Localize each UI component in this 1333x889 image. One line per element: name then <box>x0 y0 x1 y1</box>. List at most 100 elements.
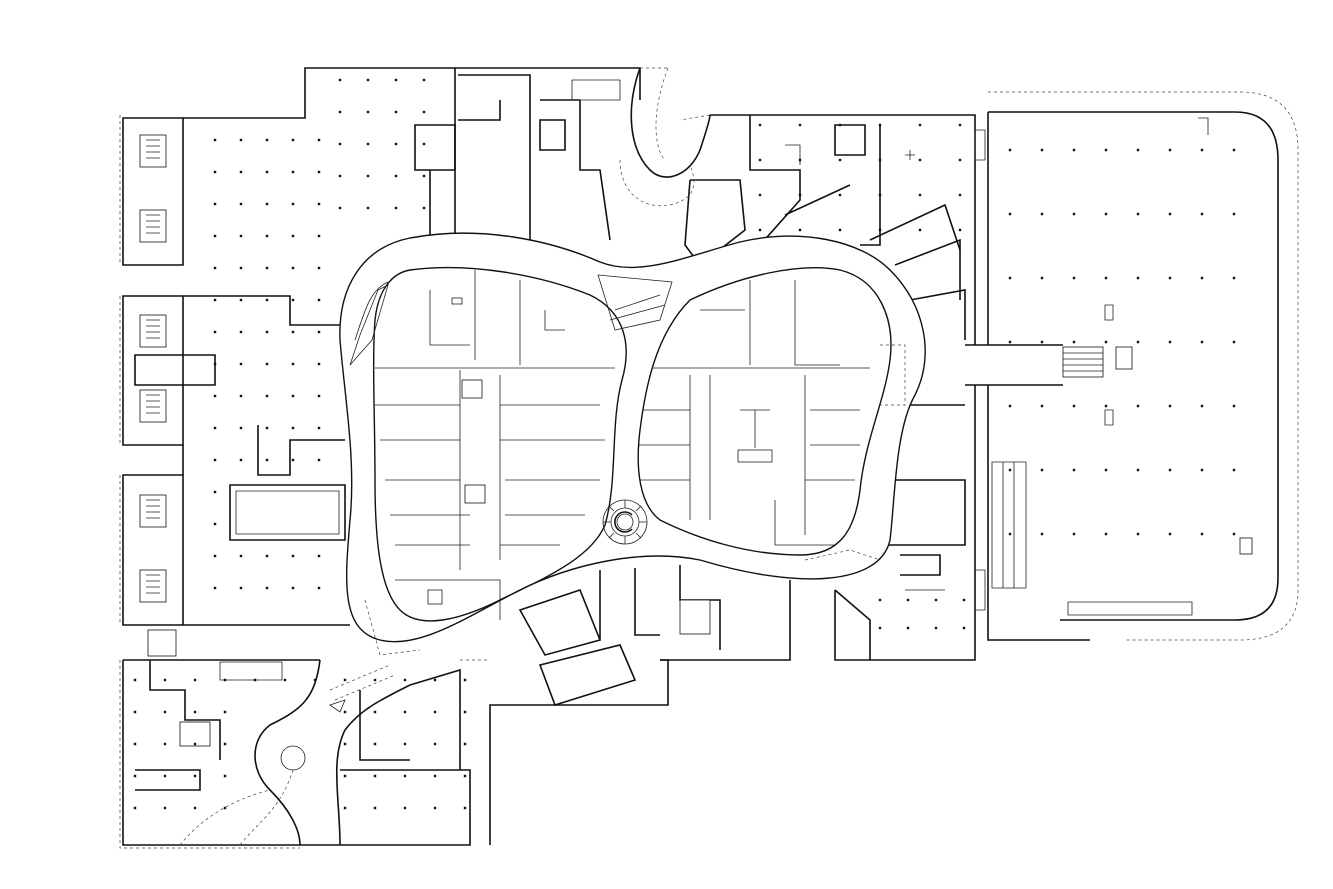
column-mark <box>343 710 347 714</box>
column-mark <box>1008 404 1012 408</box>
column-mark <box>403 678 407 682</box>
column-mark <box>213 490 217 494</box>
column-mark <box>1168 212 1172 216</box>
column-mark <box>1168 468 1172 472</box>
column-mark <box>394 206 398 210</box>
column-mark <box>878 123 882 127</box>
column-mark <box>422 142 426 146</box>
column-mark <box>366 142 370 146</box>
column-mark <box>1040 404 1044 408</box>
column-mark <box>838 158 842 162</box>
column-mark <box>239 266 243 270</box>
column-mark <box>366 110 370 114</box>
column-mark <box>338 174 342 178</box>
column-mark <box>1008 532 1012 536</box>
column-mark <box>265 458 269 462</box>
column-mark <box>265 330 269 334</box>
column-mark <box>1232 212 1236 216</box>
column-mark <box>343 774 347 778</box>
column-mark <box>163 710 167 714</box>
column-mark <box>422 206 426 210</box>
column-mark <box>239 170 243 174</box>
east-link-corridor <box>965 129 1063 611</box>
column-mark <box>213 266 217 270</box>
column-mark <box>403 710 407 714</box>
column-mark <box>265 586 269 590</box>
column-mark <box>422 78 426 82</box>
structural-column-grid <box>133 78 1236 810</box>
column-mark <box>1200 532 1204 536</box>
column-mark <box>1200 212 1204 216</box>
column-mark <box>193 774 197 778</box>
column-mark <box>213 170 217 174</box>
column-mark <box>317 362 321 366</box>
column-mark <box>366 78 370 82</box>
column-mark <box>878 228 882 232</box>
column-mark <box>1168 148 1172 152</box>
column-mark <box>1232 276 1236 280</box>
column-mark <box>1072 404 1076 408</box>
column-mark <box>906 626 910 630</box>
column-mark <box>343 742 347 746</box>
column-mark <box>291 362 295 366</box>
column-mark <box>1008 468 1012 472</box>
column-mark <box>239 426 243 430</box>
column-mark <box>433 806 437 810</box>
column-mark <box>239 554 243 558</box>
column-mark <box>1072 532 1076 536</box>
column-mark <box>213 394 217 398</box>
column-mark <box>283 678 287 682</box>
column-mark <box>1136 212 1140 216</box>
north-central-block <box>414 67 668 241</box>
column-mark <box>433 742 437 746</box>
column-mark <box>463 710 467 714</box>
column-mark <box>213 458 217 462</box>
column-mark <box>1200 468 1204 472</box>
column-mark <box>366 174 370 178</box>
column-mark <box>213 138 217 142</box>
column-mark <box>1072 276 1076 280</box>
column-mark <box>133 774 137 778</box>
column-mark <box>934 598 938 602</box>
column-mark <box>239 202 243 206</box>
column-mark <box>958 158 962 162</box>
column-mark <box>1008 340 1012 344</box>
column-mark <box>958 228 962 232</box>
column-mark <box>962 598 966 602</box>
column-mark <box>1008 276 1012 280</box>
column-mark <box>878 193 882 197</box>
column-mark <box>265 554 269 558</box>
column-mark <box>373 710 377 714</box>
column-mark <box>163 806 167 810</box>
column-mark <box>133 806 137 810</box>
column-mark <box>1072 468 1076 472</box>
column-mark <box>422 110 426 114</box>
column-mark <box>1104 404 1108 408</box>
column-mark <box>918 123 922 127</box>
column-mark <box>1136 340 1140 344</box>
column-mark <box>223 742 227 746</box>
southwest-block <box>119 629 471 849</box>
column-mark <box>1232 148 1236 152</box>
column-mark <box>403 774 407 778</box>
column-mark <box>317 586 321 590</box>
spiral-stair <box>602 499 648 545</box>
column-mark <box>433 774 437 778</box>
column-mark <box>265 394 269 398</box>
column-mark <box>239 458 243 462</box>
southwest-entrance <box>179 659 411 846</box>
column-mark <box>213 202 217 206</box>
column-mark <box>934 626 938 630</box>
column-mark <box>962 626 966 630</box>
column-mark <box>193 742 197 746</box>
column-mark <box>1040 532 1044 536</box>
column-mark <box>1136 404 1140 408</box>
column-mark <box>265 266 269 270</box>
column-mark <box>239 234 243 238</box>
column-mark <box>338 78 342 82</box>
column-mark <box>1136 468 1140 472</box>
south-central-block <box>409 568 711 845</box>
column-mark <box>878 626 882 630</box>
column-mark <box>906 598 910 602</box>
